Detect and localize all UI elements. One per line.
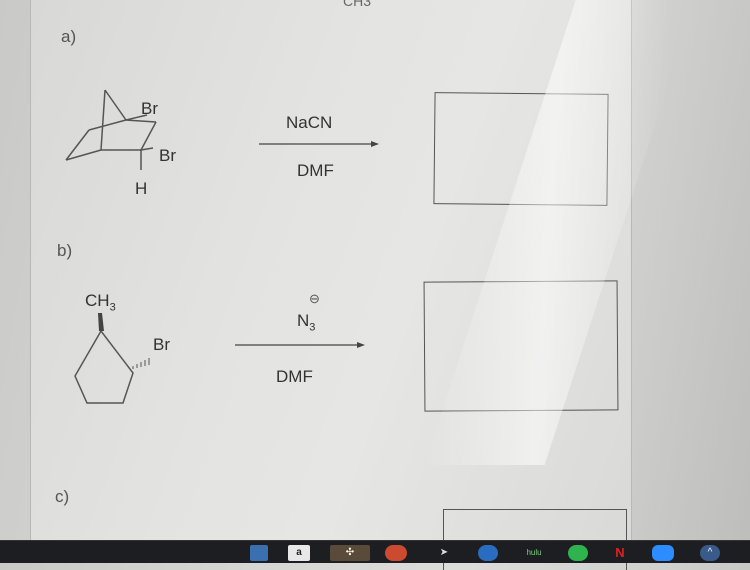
- question-a-label: a): [61, 27, 77, 46]
- question-c-label: c): [55, 487, 70, 506]
- methyl-label: CH3: [85, 291, 116, 313]
- cut-off-ch3-text: CH3: [343, 0, 372, 9]
- azide-charge-icon: ⊖: [309, 291, 320, 306]
- taskbar: a ✣ ➤ hulu N ^: [0, 540, 750, 563]
- chrome-icon[interactable]: [385, 545, 407, 561]
- worksheet-page: CH3 a) Br Br H NaCN DMF b) CH3: [30, 0, 698, 570]
- azide-n-text: N: [297, 311, 310, 330]
- cursor-icon[interactable]: ➤: [439, 547, 449, 558]
- reagent-nacn: NaCN: [286, 113, 333, 132]
- answer-box-b[interactable]: [423, 280, 619, 412]
- question-b-label: b): [57, 241, 73, 260]
- hulu-icon[interactable]: hulu: [526, 548, 542, 557]
- reaction-arrow-a: [259, 141, 379, 147]
- methyl-subscript: 3: [109, 301, 116, 314]
- chevron-up-icon[interactable]: ^: [700, 545, 720, 561]
- app-icon[interactable]: ✣: [330, 545, 370, 561]
- word-icon[interactable]: a: [288, 545, 310, 561]
- netflix-icon[interactable]: N: [615, 545, 625, 560]
- reaction-arrow-b: [235, 342, 365, 348]
- solvent-dmf-b: DMF: [276, 367, 313, 386]
- folder-icon[interactable]: [250, 545, 268, 561]
- azide-subscript: 3: [309, 321, 316, 334]
- edge-icon[interactable]: [478, 545, 498, 561]
- bromine-right-label: Br: [159, 146, 176, 165]
- zoom-icon[interactable]: [652, 545, 674, 561]
- answer-box-c[interactable]: [443, 509, 627, 570]
- reagent-azide: N3: [297, 311, 315, 333]
- spotify-icon[interactable]: [568, 545, 588, 561]
- cyclopentane-structure: [74, 313, 150, 404]
- solvent-dmf-a: DMF: [297, 161, 334, 180]
- bicyclic-dibromide-structure: [65, 89, 157, 170]
- bromine-label-b: Br: [153, 335, 170, 354]
- answer-box-a[interactable]: [433, 92, 609, 206]
- methyl-ch-text: CH: [85, 291, 110, 310]
- hydrogen-label: H: [135, 179, 148, 198]
- bromine-top-label: Br: [141, 99, 158, 118]
